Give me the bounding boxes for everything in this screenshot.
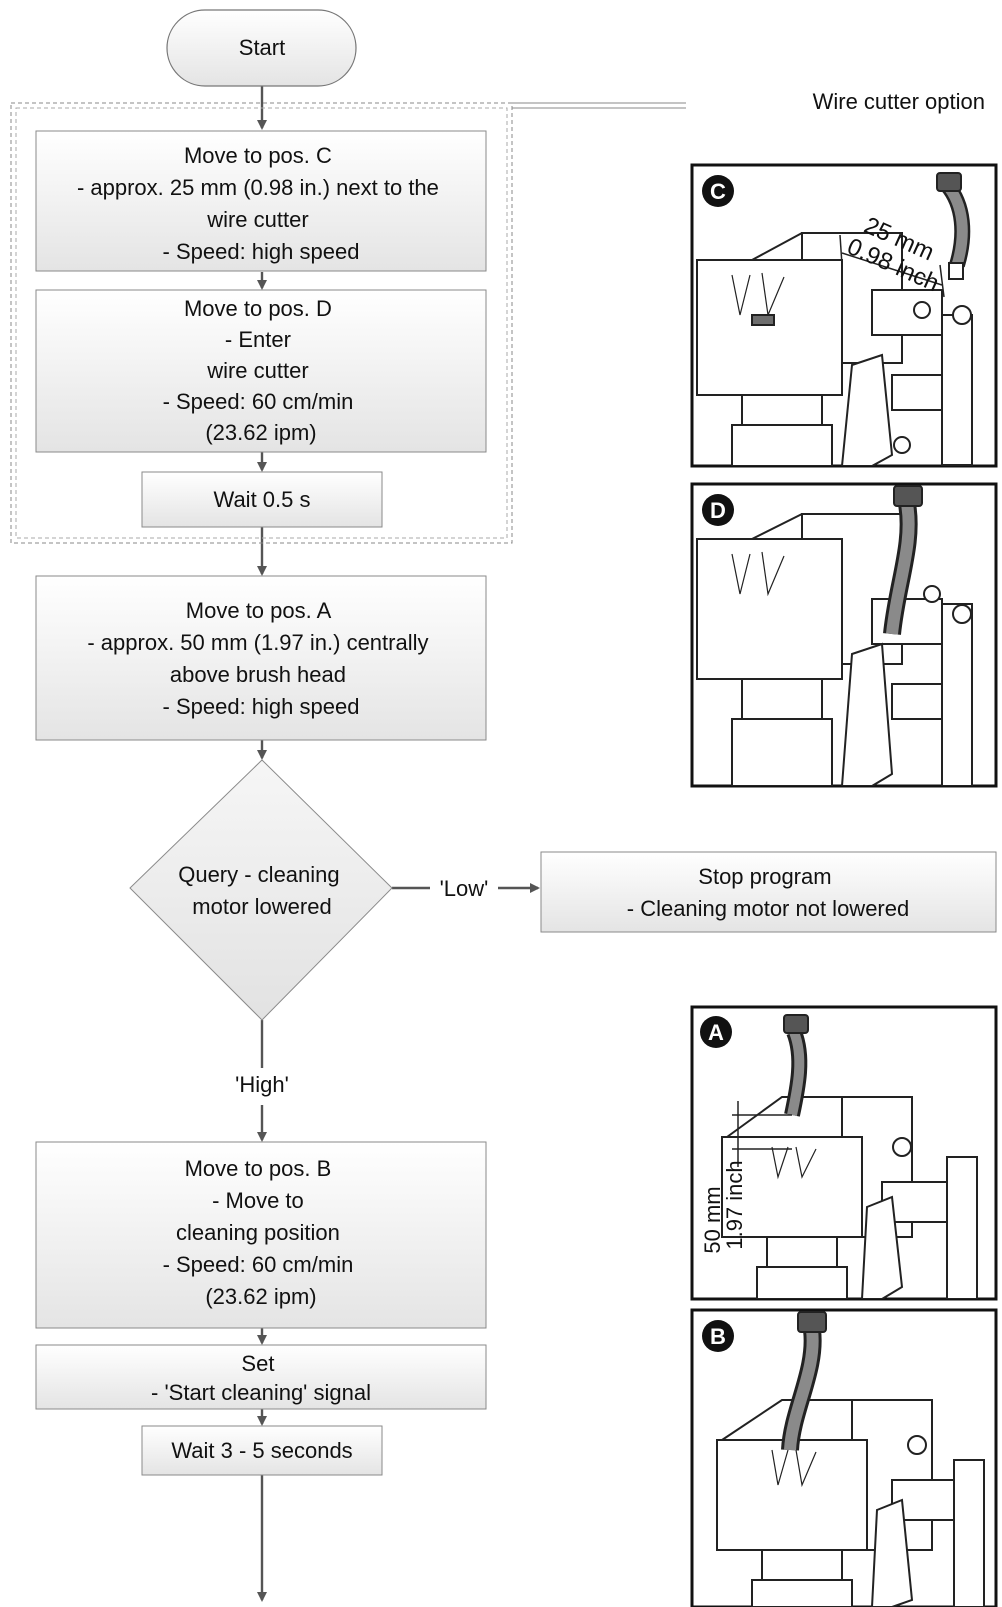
decision-line: Query - cleaning bbox=[178, 862, 339, 887]
stop-program-box: Stop program - Cleaning motor not lowere… bbox=[540, 851, 997, 933]
step-wait-long: Wait 3 - 5 seconds bbox=[141, 1425, 383, 1476]
low-branch-label: 'Low' bbox=[440, 876, 489, 901]
option-label: Wire cutter option bbox=[813, 89, 985, 114]
set-line: - 'Start cleaning' signal bbox=[151, 1380, 371, 1405]
pos-b-line: (23.62 ipm) bbox=[205, 1284, 316, 1309]
badge-d-icon bbox=[702, 494, 734, 526]
svg-text:Query - cleaning motor l: Query - cleaning motor lowered bbox=[178, 862, 346, 919]
badge-a-label: A bbox=[708, 1020, 724, 1045]
pos-b-line: - Speed: 60 cm/min bbox=[163, 1252, 354, 1277]
start-label: Start bbox=[239, 35, 285, 60]
pos-b-line: Move to pos. B bbox=[185, 1156, 332, 1181]
high-branch-label: 'High' bbox=[235, 1072, 289, 1097]
badge-d-label: D bbox=[710, 498, 726, 523]
step-move-to-pos-c: Move to pos. C - approx. 25 mm (0.98 in.… bbox=[35, 130, 487, 272]
pos-a-line: - approx. 50 mm (1.97 in.) centrally bbox=[87, 630, 428, 655]
photo-pos-d: D bbox=[690, 482, 998, 788]
stop-line: - Cleaning motor not lowered bbox=[627, 896, 909, 921]
dim-a-mm: 50 mm bbox=[700, 1186, 725, 1253]
wait-long-label: Wait 3 - 5 seconds bbox=[171, 1438, 352, 1463]
step-move-to-pos-a: Move to pos. A - approx. 50 mm (1.97 in.… bbox=[35, 575, 487, 741]
badge-c-label: C bbox=[710, 179, 726, 204]
photo-pos-c: C 25 mm 0.98 inch bbox=[690, 163, 998, 468]
decision-line: motor lowered bbox=[192, 894, 331, 919]
decision-cleaning-motor: Query - cleaning motor lowered 'Low' 'Hi… bbox=[129, 759, 489, 1097]
pos-b-line: - Move to bbox=[212, 1188, 304, 1213]
badge-c-icon bbox=[702, 175, 734, 207]
badge-b-label: B bbox=[710, 1324, 726, 1349]
badge-b-icon bbox=[702, 1320, 734, 1352]
pos-d-line: Move to pos. D bbox=[184, 296, 332, 321]
badge-a-icon bbox=[700, 1016, 732, 1048]
step-move-to-pos-b: Move to pos. B - Move to cleaning positi… bbox=[35, 1141, 487, 1329]
svg-text:Set - 'Start cleaning' s: Set - 'Start cleaning' signal bbox=[151, 1351, 371, 1405]
connectors bbox=[257, 86, 540, 1602]
step-move-to-pos-d: Move to pos. D - Enter wire cutter - Spe… bbox=[35, 289, 487, 453]
svg-text:Move to pos. D - Enter: Move to pos. D - Enter wire cutter - Spe… bbox=[163, 296, 360, 445]
wire-cutter-option-group: Wire cutter option bbox=[10, 89, 985, 544]
svg-text:Stop program - Cleaning: Stop program - Cleaning motor not lowere… bbox=[627, 864, 909, 921]
wire-cutter-illustration-c bbox=[696, 172, 973, 466]
stop-line: Stop program bbox=[698, 864, 831, 889]
pos-a-line: above brush head bbox=[170, 662, 346, 687]
dim-a-inch: 1.97 inch bbox=[722, 1160, 747, 1249]
svg-text:Move to pos. C - approx.: Move to pos. C - approx. 25 mm (0.98 in.… bbox=[77, 143, 445, 264]
photo-pos-a: A 50 mm 1.97 inch bbox=[690, 1005, 998, 1301]
step-set-signal: Set - 'Start cleaning' signal bbox=[35, 1344, 487, 1410]
pos-d-line: (23.62 ipm) bbox=[205, 420, 316, 445]
pos-a-line: Move to pos. A bbox=[186, 598, 332, 623]
pos-b-line: cleaning position bbox=[176, 1220, 340, 1245]
start-terminator: Start bbox=[166, 9, 357, 87]
pos-d-line: - Speed: 60 cm/min bbox=[163, 389, 354, 414]
wire-cutter-illustration-d bbox=[696, 485, 973, 786]
brush-head-illustration-b bbox=[716, 1311, 985, 1607]
pos-c-line: - approx. 25 mm (0.98 in.) next to the bbox=[77, 175, 439, 200]
pos-d-line: wire cutter bbox=[206, 358, 308, 383]
pos-c-line: - Speed: high speed bbox=[163, 239, 360, 264]
set-line: Set bbox=[241, 1351, 274, 1376]
photo-pos-b: B bbox=[690, 1308, 998, 1607]
wait-short-label: Wait 0.5 s bbox=[214, 487, 311, 512]
brush-head-illustration-a bbox=[721, 1014, 978, 1299]
pos-c-line: wire cutter bbox=[206, 207, 308, 232]
step-wait-short: Wait 0.5 s bbox=[141, 471, 383, 528]
pos-a-line: - Speed: high speed bbox=[163, 694, 360, 719]
pos-d-line: - Enter bbox=[225, 327, 291, 352]
pos-c-line: Move to pos. C bbox=[184, 143, 332, 168]
svg-text:Move to pos. B - Move to: Move to pos. B - Move to cleaning positi… bbox=[163, 1156, 360, 1309]
svg-text:Move to pos. A - approx.: Move to pos. A - approx. 50 mm (1.97 in.… bbox=[87, 598, 434, 719]
